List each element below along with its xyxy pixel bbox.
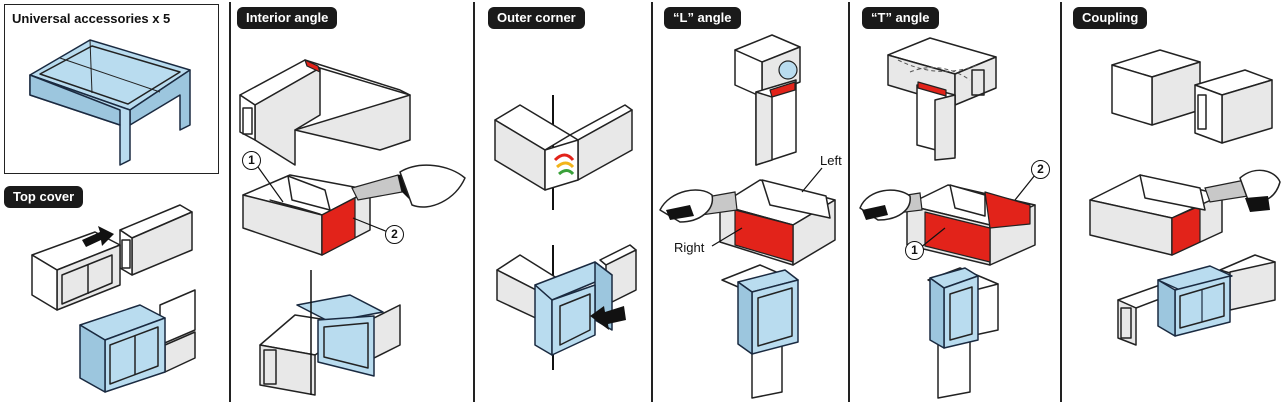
interior-angle-illustration: [239, 59, 466, 396]
accessories-title: Universal accessories x 5: [12, 11, 171, 26]
pointer-interior-2: [352, 217, 389, 233]
interior-step-2: 2: [385, 225, 404, 244]
coupling-illustration: [1089, 49, 1281, 346]
t-angle-illustration: [859, 37, 1036, 399]
divider-1: [229, 2, 231, 402]
pointer-left: [801, 167, 823, 193]
label-outer-corner: Outer corner: [488, 7, 585, 29]
l-angle-left-label: Left: [820, 153, 842, 168]
label-l-angle: “L” angle: [664, 7, 741, 29]
l-angle-illustration: [659, 34, 836, 399]
divider-5: [1060, 2, 1062, 402]
l-angle-right-label: Right: [674, 240, 705, 255]
label-coupling: Coupling: [1073, 7, 1148, 29]
accessories-frame: [4, 4, 219, 174]
label-t-angle: “T” angle: [862, 7, 939, 29]
label-top-cover: Top cover: [4, 186, 84, 208]
t-angle-step-1: 1: [905, 241, 924, 260]
pointer-t-2: [1014, 174, 1036, 201]
divider-3: [651, 2, 653, 402]
pointer-right: [711, 227, 743, 247]
divider-2: [473, 2, 475, 402]
interior-step-1: 1: [242, 151, 261, 170]
divider-4: [848, 2, 850, 402]
pointer-interior-1: [257, 166, 284, 203]
accessory-cover-illustration: [29, 39, 191, 166]
top-cover-illustration: [31, 204, 196, 393]
label-interior-angle: Interior angle: [237, 7, 338, 29]
outer-corner-illustration: [494, 95, 637, 370]
t-angle-step-2: 2: [1031, 160, 1050, 179]
pointer-t-1: [919, 227, 946, 249]
